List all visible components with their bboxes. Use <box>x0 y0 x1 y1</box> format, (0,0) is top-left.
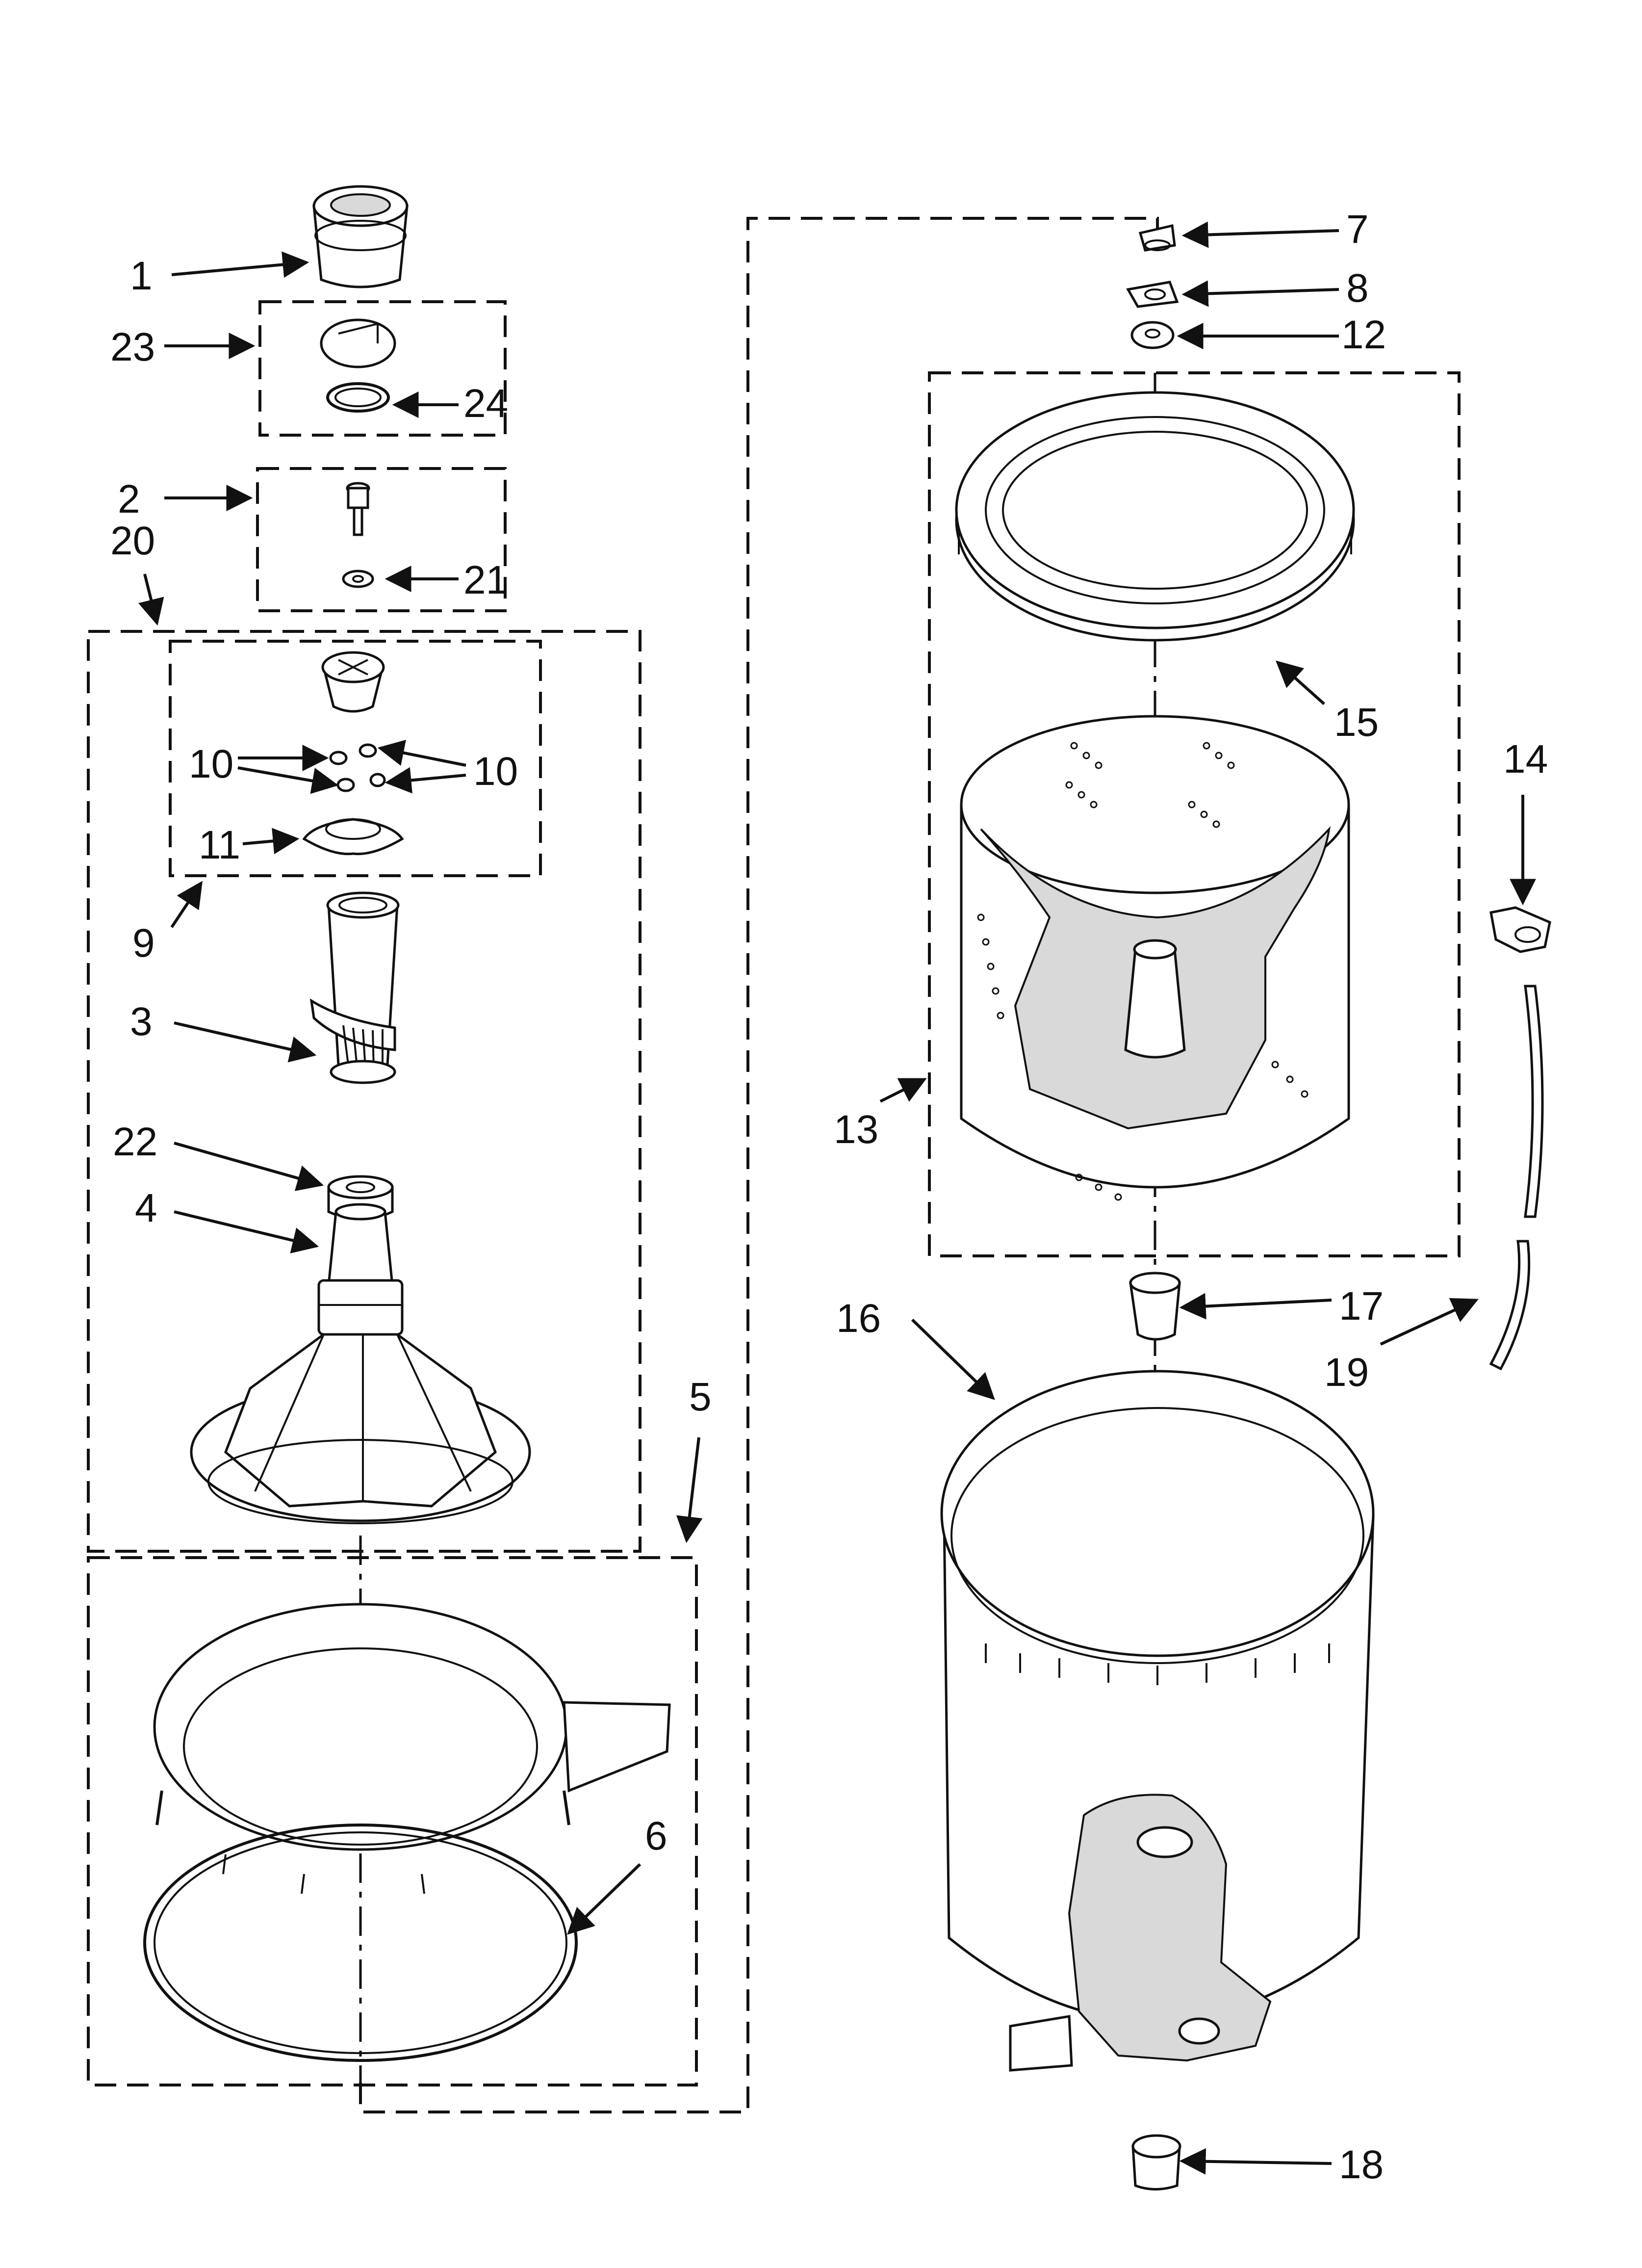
label-part-4: 4 <box>135 1186 157 1230</box>
part-11-cam-illustration <box>302 818 404 856</box>
part-13-basket-illustration <box>960 715 1350 1201</box>
label-part-8: 8 <box>1346 266 1369 311</box>
label-part-10-right: 10 <box>473 749 518 794</box>
part-19-hose-illustration <box>1489 985 1544 1371</box>
label-part-10-left: 10 <box>189 742 233 786</box>
leader-arrows <box>138 221 1536 2175</box>
label-part-20: 20 <box>110 519 155 563</box>
part-7-clip-illustration <box>1138 224 1176 252</box>
part-9-coupling-illustration <box>321 651 385 713</box>
part-18-plug-illustration <box>1131 2134 1181 2190</box>
label-part-22: 22 <box>113 1120 157 1164</box>
label-part-7: 7 <box>1346 207 1369 252</box>
label-part-14: 14 <box>1503 737 1548 782</box>
label-part-23: 23 <box>110 325 155 369</box>
part-4-agitator-base-illustration <box>190 1203 531 1524</box>
label-part-19: 19 <box>1324 1350 1369 1395</box>
group-box-5 <box>87 1556 698 2086</box>
label-part-15: 15 <box>1334 700 1379 745</box>
label-part-5: 5 <box>689 1375 712 1419</box>
part-3-agitator-barrel-illustration <box>309 891 400 1084</box>
label-part-18: 18 <box>1339 2142 1384 2187</box>
label-part-13: 13 <box>834 1107 878 1152</box>
group-box-20 <box>87 630 641 1553</box>
group-box-23-24 <box>258 300 507 437</box>
part-10-dogs-illustration <box>329 743 386 792</box>
label-part-21: 21 <box>463 558 508 602</box>
group-box-13-15 <box>928 371 1461 1257</box>
part-12-nut-illustration <box>1130 321 1175 349</box>
part-24-ring-illustration <box>326 382 390 413</box>
group-box-9 <box>169 640 542 877</box>
label-part-17: 17 <box>1339 1284 1384 1329</box>
label-part-6: 6 <box>645 1814 667 1858</box>
label-part-16: 16 <box>836 1296 881 1341</box>
part-1-cap-illustration <box>312 185 409 288</box>
part-15-balance-ring-illustration <box>955 391 1355 642</box>
connector-line <box>359 217 1159 2113</box>
part-23-seal-illustration <box>320 318 396 368</box>
part-2-bolt-illustration <box>346 482 370 536</box>
part-21-washer-illustration <box>342 570 374 588</box>
part-16-outer-tub-illustration <box>940 1370 1375 2072</box>
label-part-9: 9 <box>132 921 155 965</box>
part-6-tub-ring-illustration <box>143 1603 671 2062</box>
label-part-1: 1 <box>130 254 153 298</box>
label-part-2: 2 <box>118 477 140 521</box>
label-part-12: 12 <box>1341 313 1386 357</box>
part-14-clamp-illustration <box>1489 906 1551 953</box>
label-part-11: 11 <box>199 823 240 867</box>
label-part-24: 24 <box>463 381 508 426</box>
part-17-bearing-illustration <box>1129 1272 1181 1341</box>
part-8-bracket-illustration <box>1126 281 1179 308</box>
label-part-3: 3 <box>130 999 153 1044</box>
